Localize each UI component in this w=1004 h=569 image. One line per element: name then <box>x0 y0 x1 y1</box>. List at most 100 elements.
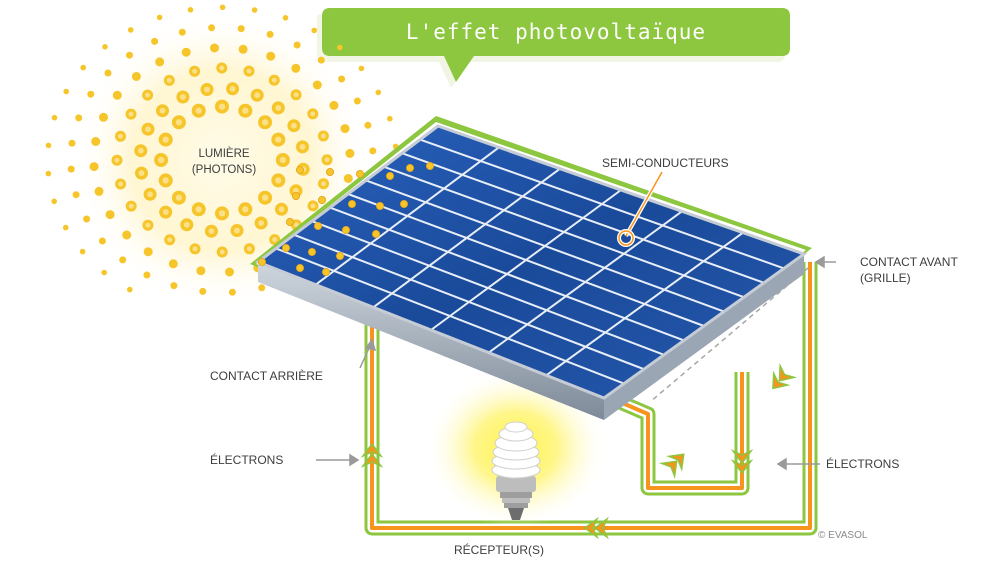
sun-ray-dot <box>156 14 163 21</box>
sun-ray-dot <box>104 69 112 77</box>
sun-ray-dot <box>208 24 216 32</box>
sun-ray-dot <box>94 186 104 196</box>
receiver-label: RÉCEPTEUR(S) <box>454 543 545 557</box>
title-banner <box>317 8 790 88</box>
sun-ray-dot <box>62 224 69 231</box>
sun-ray-dot <box>105 210 115 220</box>
photon-dot <box>281 243 290 252</box>
sun-ray-dot <box>143 271 151 279</box>
flow-arrow <box>772 362 797 390</box>
flow-arrow-icon <box>360 362 797 540</box>
sun-ray-dot <box>329 100 339 110</box>
sun-ray-dot <box>251 7 258 13</box>
sun-ray-dot <box>293 41 301 49</box>
sun-ray-dot <box>87 90 95 98</box>
sun-ray-dot <box>112 90 122 100</box>
back-contact-label: CONTACT ARRIÈRE <box>210 369 323 383</box>
sun-ray-dot <box>170 282 178 290</box>
light-label-line2: (PHOTONS) <box>191 164 257 176</box>
light-label-line1: LUMIÈRE <box>198 148 250 160</box>
sun-ray-dot <box>387 115 393 122</box>
sun-ray-dot <box>364 121 372 129</box>
sun-ray-dot <box>196 266 206 276</box>
front-contact-label: CONTACT AVANT (GRILLE) <box>860 254 958 286</box>
sun-ray-dot <box>369 147 377 155</box>
sun-ray-dot <box>358 65 365 72</box>
sun-ray-dot <box>337 44 343 51</box>
sun-ray-dot <box>101 269 107 276</box>
sun-ray-dot <box>168 259 178 269</box>
sun-ray-dot <box>80 64 86 71</box>
photon-dot <box>355 169 364 178</box>
photon-dot <box>347 199 356 208</box>
front-contact-label-line2: (GRILLE) <box>860 271 911 285</box>
sun-ray-dot <box>155 57 165 67</box>
sun-ray-dot <box>345 148 355 158</box>
sun-ray-dot <box>51 114 58 121</box>
flow-arrow <box>658 453 685 480</box>
sun-ray-dot <box>258 284 266 292</box>
sun-ray-dot <box>291 63 301 73</box>
sun-ray-dot <box>375 89 382 96</box>
sun-ray-dot <box>67 165 75 173</box>
semiconductor-pointer <box>617 171 664 247</box>
electrons-left-label: ÉLECTRONS <box>210 453 284 467</box>
sun-ray-dot <box>238 44 248 54</box>
photon-dot <box>295 263 304 272</box>
photon-dot <box>405 163 414 172</box>
sun-ray-dot <box>317 56 325 64</box>
photon-dot <box>385 171 394 180</box>
solar-panel-icon <box>250 116 812 420</box>
sun-ray-dot <box>151 37 159 45</box>
sun-ray-dot <box>143 247 153 257</box>
sun-ray-dot <box>338 75 346 83</box>
sun-ray-dot <box>187 7 194 13</box>
sun-ray-dot <box>282 14 289 21</box>
sun-ray-dot <box>98 237 106 245</box>
photon-dot <box>341 225 350 234</box>
sun-ray-dot <box>83 215 91 223</box>
sun-ray-dot <box>79 248 86 255</box>
photon-dot <box>257 257 266 266</box>
sun-ray-dot <box>126 51 133 59</box>
copyright-text: © EVASOL <box>818 530 868 541</box>
photon-dot <box>399 199 408 208</box>
sun-ray-dot <box>45 170 52 177</box>
photon-dot <box>307 247 316 256</box>
sun-ray-dot <box>225 267 234 277</box>
sun-ray-dot <box>131 72 141 81</box>
photon-dot <box>313 221 322 230</box>
semiconductors-label: SEMI-CONDUCTEURS <box>602 156 729 170</box>
sun-ray-dot <box>91 137 101 146</box>
photon-dot <box>375 201 384 210</box>
sun-ray-dot <box>210 43 219 53</box>
sun-ray-dot <box>353 97 361 105</box>
flow-arrow <box>583 516 609 540</box>
front-contact-label-line1: CONTACT AVANT <box>860 255 958 269</box>
photon-dot <box>285 217 294 226</box>
sun-ray-dot <box>72 191 80 199</box>
sun-ray-dot <box>178 28 186 36</box>
sun-ray-dot <box>219 4 226 11</box>
sun-ray-dot <box>343 174 353 183</box>
sun-ray-dot <box>75 114 83 122</box>
cfl-bulb-icon <box>491 421 541 520</box>
sun-ray-dot <box>122 230 132 240</box>
sun-ray-dot <box>119 256 127 264</box>
sun-ray-dot <box>45 142 52 149</box>
photon-dot <box>321 267 330 276</box>
sun-ray-dot <box>311 27 318 34</box>
photon-dot <box>425 161 434 170</box>
sun-ray-dot <box>51 198 57 205</box>
sun-ray-dot <box>340 124 350 134</box>
photon-dots <box>257 161 434 276</box>
sun-ray-dot <box>99 112 108 122</box>
light-label: LUMIÈRE (PHOTONS) <box>178 146 270 178</box>
sun-ray-dot <box>127 27 134 33</box>
sun-ray-dot <box>89 162 99 172</box>
sun-ray-dot <box>199 287 207 295</box>
photon-dot <box>335 251 344 260</box>
sun-ray-dot <box>228 288 236 296</box>
label-pointer-arrows <box>316 255 836 471</box>
